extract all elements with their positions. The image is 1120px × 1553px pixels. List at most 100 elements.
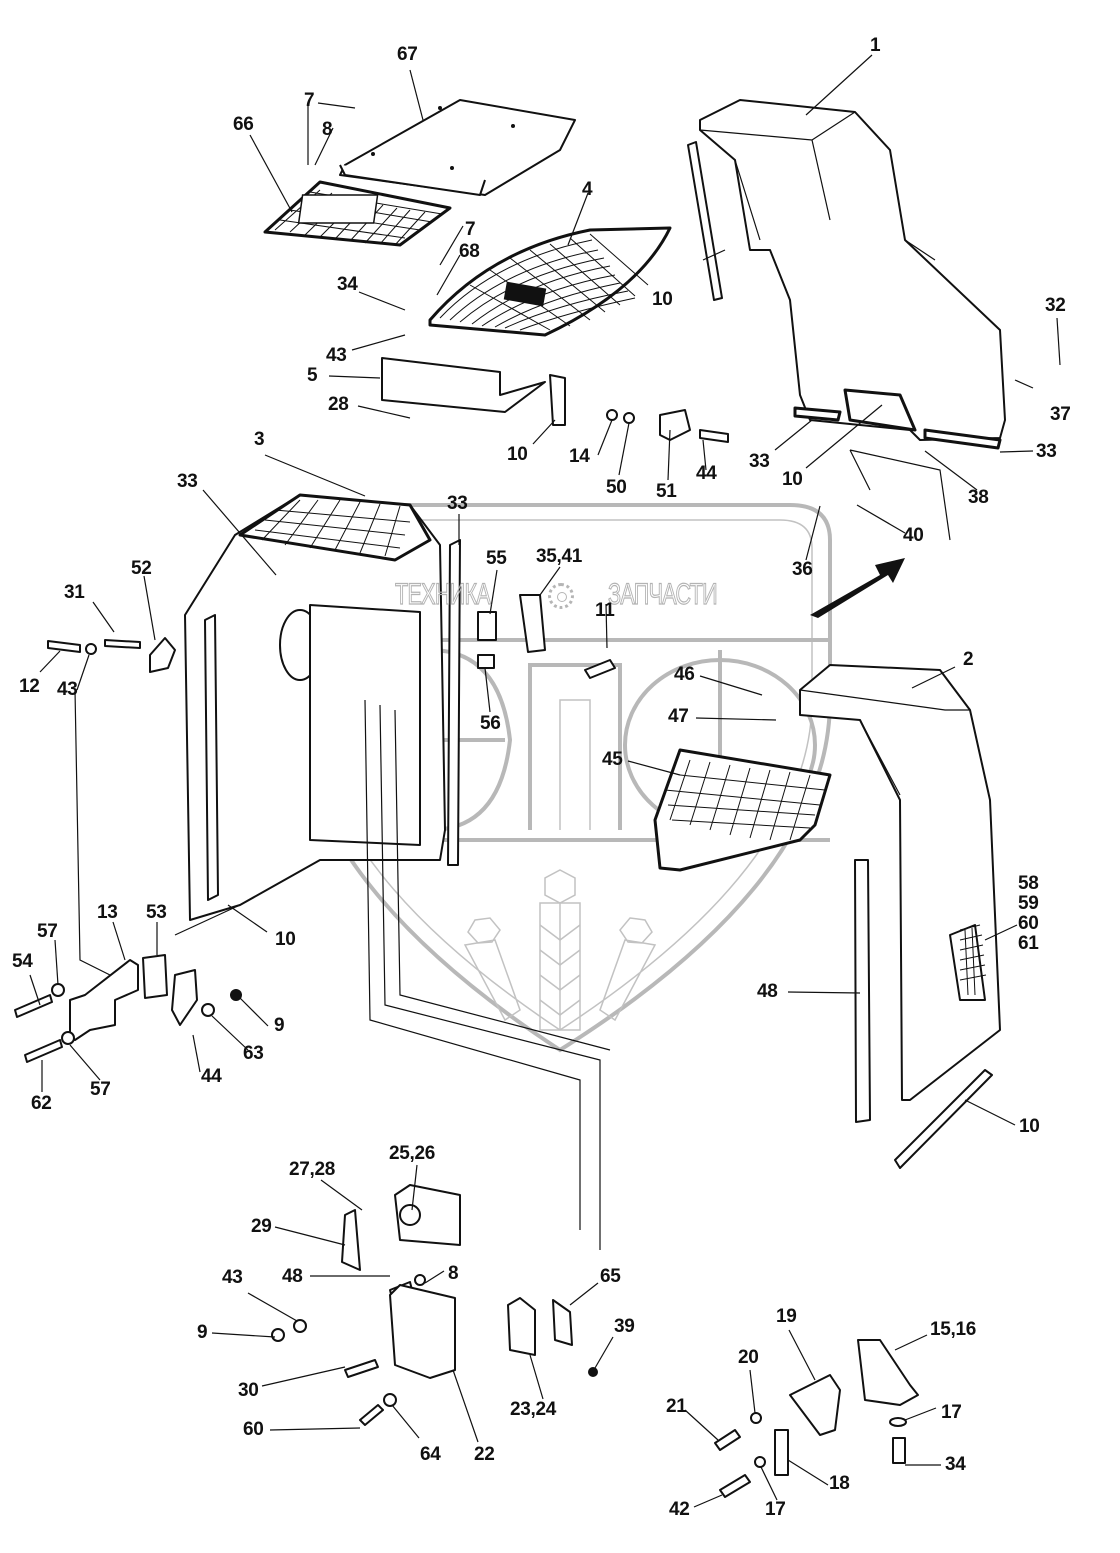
callout-62: 62 [31, 1093, 52, 1114]
callout-10e: 10 [1019, 1116, 1040, 1137]
callout-57b: 57 [90, 1079, 111, 1100]
callout-43c: 43 [222, 1267, 243, 1288]
callout-65: 65 [600, 1266, 621, 1287]
callout-27-28: 27,28 [289, 1159, 336, 1180]
callout-42: 42 [669, 1499, 690, 1520]
part-66-grille [263, 180, 452, 247]
part-52-plate [47, 637, 176, 673]
callout-38: 38 [968, 487, 989, 508]
callout-5: 5 [307, 365, 318, 386]
callout-2: 2 [963, 649, 974, 670]
callout-68: 68 [459, 241, 480, 262]
callout-45: 45 [602, 749, 623, 770]
part-2-side-cover [799, 664, 1001, 1169]
callout-25-26: 25,26 [389, 1143, 436, 1164]
callout-63: 63 [243, 1043, 264, 1064]
part-4-curved-grille [428, 226, 672, 337]
callout-35-41: 35,41 [536, 546, 583, 567]
callout-36: 36 [792, 559, 813, 580]
part-19-15-bracket [714, 1339, 919, 1498]
callout-15-16: 15,16 [930, 1319, 977, 1340]
watermark-text-left: ТЕХНИКА [395, 577, 492, 611]
callout-11: 11 [595, 600, 615, 621]
callout-48: 48 [757, 981, 778, 1002]
callout-10c: 10 [782, 469, 803, 490]
callout-1: 1 [870, 35, 881, 56]
callout-10: 10 [652, 289, 673, 310]
part-3-rear-panel [184, 493, 461, 921]
callout-23-24: 23,24 [510, 1399, 557, 1420]
callout-30: 30 [238, 1380, 259, 1401]
callout-40: 40 [903, 525, 924, 546]
callout-56: 56 [480, 713, 501, 734]
callout-66: 66 [233, 114, 254, 135]
callout-55: 55 [486, 548, 507, 569]
callout-46: 46 [674, 664, 695, 685]
callout-34: 34 [337, 274, 358, 295]
callout-19: 19 [776, 1306, 797, 1327]
callout-48b: 48 [282, 1266, 303, 1287]
direction-arrow [810, 558, 905, 618]
part-25-26-latch [341, 1184, 461, 1299]
callout-44: 44 [696, 463, 717, 484]
callout-47: 47 [668, 706, 689, 727]
callout-21: 21 [666, 1396, 687, 1417]
callout-33b: 33 [1036, 441, 1057, 462]
part-5-bracket [381, 357, 566, 426]
part-55-56-latch [477, 594, 616, 679]
callout-43b: 43 [57, 679, 78, 700]
callout-37: 37 [1050, 404, 1071, 425]
watermark-text-right: ЗАПЧАСТИ [608, 577, 718, 611]
callout-50: 50 [606, 477, 627, 498]
callout-28: 28 [328, 394, 349, 415]
part-22-plate [271, 1284, 456, 1426]
callout-64: 64 [420, 1444, 441, 1465]
part-51-hinge-plate [606, 409, 729, 443]
callout-22: 22 [474, 1444, 495, 1465]
callout-58-59-60-61: 58 59 60 61 [1018, 873, 1039, 954]
callout-9: 9 [274, 1015, 285, 1036]
callout-34b: 34 [945, 1454, 966, 1475]
part-1-side-cover [687, 99, 1006, 541]
callout-33: 33 [749, 451, 770, 472]
callout-29: 29 [251, 1216, 272, 1237]
callout-7: 7 [304, 90, 315, 111]
part-67-top-cover [339, 99, 576, 196]
callout-57: 57 [37, 921, 58, 942]
part-23-24-65-blocks [507, 1297, 598, 1377]
callout-9b: 9 [197, 1322, 208, 1343]
callout-13: 13 [97, 902, 118, 923]
callout-18: 18 [829, 1473, 850, 1494]
callout-54: 54 [12, 951, 33, 972]
wheat-icon [463, 869, 657, 1031]
callout-7b: 7 [465, 219, 476, 240]
callout-4: 4 [582, 179, 593, 200]
leader-lines [29, 54, 1061, 1508]
callout-60: 60 [243, 1419, 264, 1440]
part-13-hinge [14, 954, 242, 1063]
callout-10d: 10 [275, 929, 296, 950]
part-45-grille [653, 748, 832, 872]
callout-20: 20 [738, 1347, 759, 1368]
callout-8b: 8 [448, 1263, 459, 1284]
callout-14: 14 [569, 446, 590, 467]
door-frame-outline [74, 689, 611, 1250]
callout-51: 51 [656, 481, 677, 502]
callout-52: 52 [131, 558, 152, 579]
callout-43: 43 [326, 345, 347, 366]
callout-10b: 10 [507, 444, 528, 465]
callout-12: 12 [19, 676, 40, 697]
callout-39: 39 [614, 1316, 635, 1337]
callout-67: 67 [397, 44, 418, 65]
gear-icon [548, 583, 574, 609]
callout-53: 53 [146, 902, 167, 923]
callout-3: 3 [254, 429, 265, 450]
callout-8: 8 [322, 119, 333, 140]
callout-44b: 44 [201, 1066, 222, 1087]
callout-17: 17 [941, 1402, 962, 1423]
callout-33d: 33 [447, 493, 468, 514]
callout-33c: 33 [177, 471, 198, 492]
callout-32: 32 [1045, 295, 1066, 316]
